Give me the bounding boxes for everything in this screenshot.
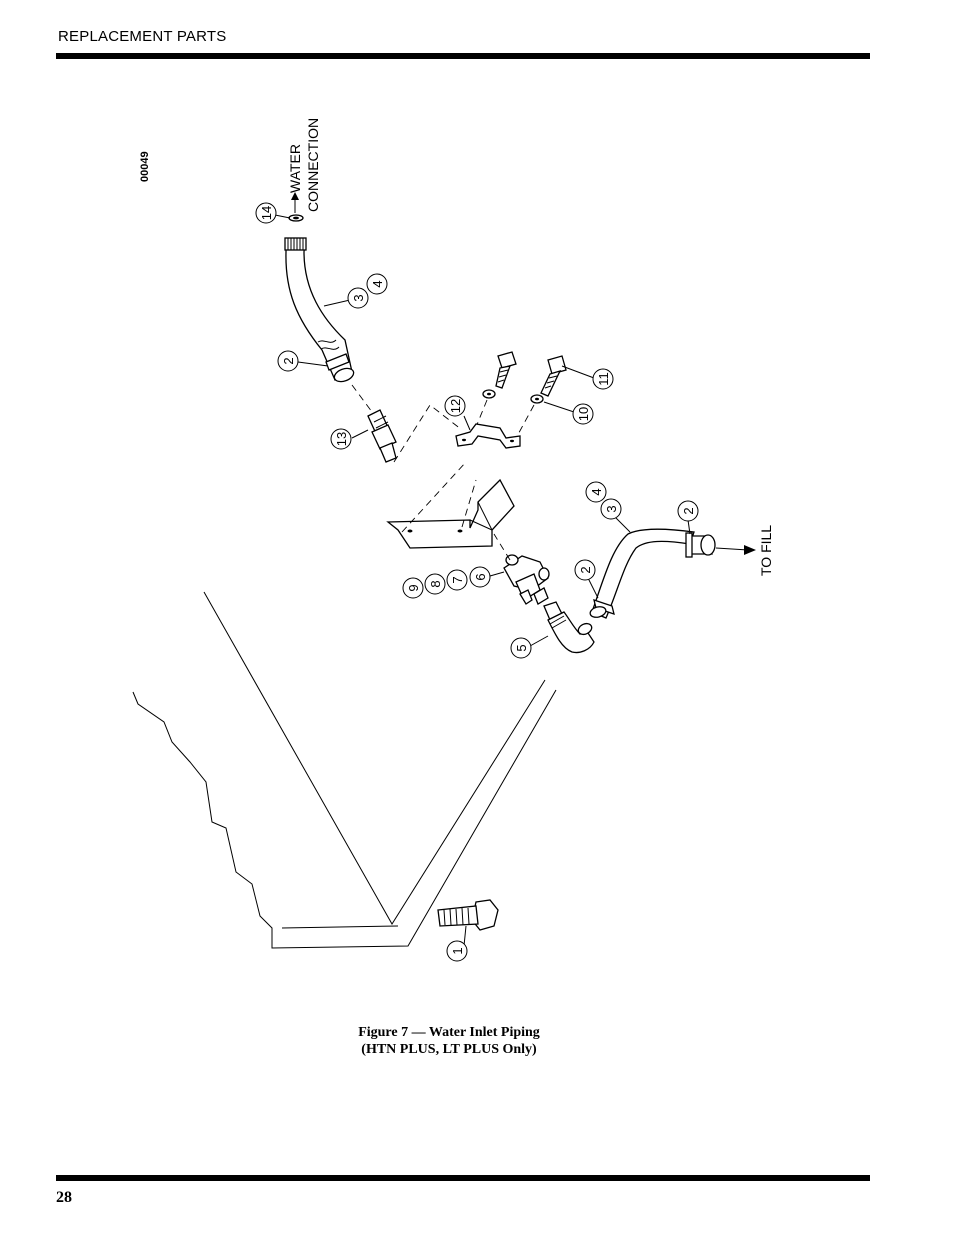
- callout-3-mid: 3: [600, 498, 622, 520]
- callout-5: 5: [510, 637, 532, 659]
- figure-caption: Figure 7 — Water Inlet Piping (HTN PLUS,…: [249, 1024, 649, 1058]
- leader-line: [274, 214, 291, 219]
- svg-text:2: 2: [681, 507, 696, 514]
- solenoid-valve-6: [503, 554, 550, 605]
- bolt-1: [437, 899, 499, 931]
- svg-text:11: 11: [596, 372, 611, 386]
- svg-text:6: 6: [473, 573, 488, 580]
- hose-clamp-top: [325, 353, 350, 371]
- hose-clamp-lower: [593, 599, 615, 615]
- water-arrow-head: [291, 192, 299, 200]
- hose-clamp-fill: [685, 532, 693, 558]
- callout-2-top: 2: [277, 350, 299, 372]
- hose-fill-opening: [700, 534, 716, 556]
- leader-line: [463, 415, 471, 431]
- svg-text:1: 1: [450, 947, 465, 954]
- callout-3-top: 3: [347, 287, 369, 309]
- assembly-line: [401, 461, 467, 533]
- tank-outline: [132, 591, 557, 949]
- leader-line: [543, 401, 575, 413]
- leader-line: [561, 365, 595, 379]
- hose-break-mark: [320, 346, 340, 350]
- caption-title: Figure 7 — Water Inlet Piping: [358, 1025, 540, 1040]
- callout-1: 1: [446, 940, 468, 962]
- section-header: REPLACEMENT PARTS: [58, 28, 227, 45]
- to-fill-label: TO FILL: [758, 525, 774, 576]
- elbow-fitting-5: [543, 601, 595, 654]
- mounting-bracket: [386, 478, 515, 549]
- svg-text:2: 2: [578, 566, 593, 573]
- assembly-line: [514, 404, 535, 441]
- assembly-line: [493, 533, 511, 561]
- leader-line: [351, 429, 369, 439]
- assembly-line: [461, 479, 477, 528]
- fill-arrow-head: [744, 545, 756, 555]
- svg-text:10: 10: [576, 407, 591, 421]
- header-rule: [56, 53, 870, 59]
- svg-text:9: 9: [406, 584, 421, 591]
- leader-line: [529, 635, 549, 647]
- callout-4-mid: 4: [585, 481, 607, 503]
- svg-text:7: 7: [450, 576, 465, 583]
- callout-2-right: 2: [677, 500, 699, 522]
- washer-14-hole: [293, 216, 299, 220]
- washer-hole: [535, 397, 539, 401]
- fill-arrow-line: [715, 547, 749, 551]
- svg-text:4: 4: [589, 488, 604, 495]
- leader-line: [587, 577, 599, 599]
- connection-label: CONNECTION: [305, 118, 321, 212]
- svg-text:14: 14: [259, 206, 274, 220]
- bolt-11: [540, 355, 567, 397]
- fill-hose: [591, 528, 695, 619]
- svg-text:4: 4: [370, 280, 385, 287]
- leader-line: [323, 299, 351, 307]
- svg-text:13: 13: [334, 432, 349, 446]
- assembly-line: [351, 384, 373, 413]
- footer-rule: [56, 1175, 870, 1181]
- callout-10: 10: [572, 403, 594, 425]
- leader-line: [613, 515, 631, 533]
- callout-7: 7: [446, 569, 468, 591]
- callout-6: 6: [469, 566, 491, 588]
- hose-end-lower: [589, 606, 607, 618]
- leader-line: [463, 925, 467, 947]
- svg-text:8: 8: [428, 580, 443, 587]
- hose-fitting-knurl: [284, 237, 307, 251]
- callout-11: 11: [592, 368, 614, 390]
- water-label: WATER: [287, 144, 303, 193]
- callout-9: 9: [402, 577, 424, 599]
- callout-2-mid: 2: [574, 559, 596, 581]
- drawing-id: 00049: [139, 151, 151, 182]
- leader-line: [687, 519, 691, 535]
- pipe-clamp-12: [455, 423, 521, 449]
- callout-12: 12: [444, 395, 466, 417]
- leader-line: [297, 361, 329, 367]
- hose-break-mark: [317, 339, 337, 343]
- svg-text:12: 12: [448, 399, 463, 413]
- caption-subtitle: (HTN PLUS, LT PLUS Only): [361, 1042, 537, 1057]
- barb-fitting-13: [367, 409, 397, 463]
- hose-end-top: [333, 367, 355, 383]
- callout-14: 14: [255, 202, 277, 224]
- screw-upper: [495, 351, 517, 389]
- page-number: 28: [56, 1189, 72, 1206]
- svg-text:5: 5: [514, 644, 529, 651]
- callout-8: 8: [424, 573, 446, 595]
- leader-line: [489, 571, 505, 577]
- callout-4-top: 4: [366, 273, 388, 295]
- callout-13: 13: [330, 428, 352, 450]
- washer-hole: [487, 392, 491, 396]
- svg-text:3: 3: [351, 294, 366, 301]
- svg-text:2: 2: [281, 357, 296, 364]
- svg-text:3: 3: [604, 505, 619, 512]
